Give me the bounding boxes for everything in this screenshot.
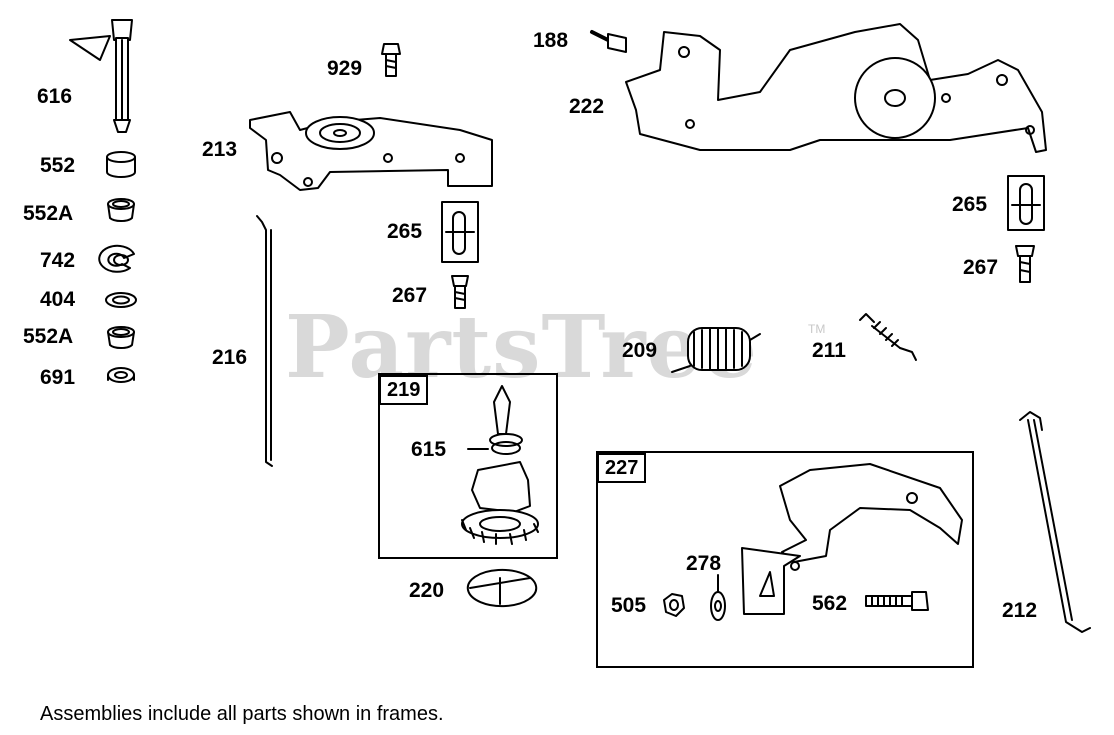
label-552: 552 [40, 154, 76, 177]
frame-219 [378, 373, 558, 559]
part-742-clip [98, 244, 135, 273]
watermark-trademark: TM [808, 322, 826, 336]
part-552-bushing [106, 151, 136, 178]
part-265-right [1007, 175, 1045, 231]
part-552A-bushing-top [107, 198, 135, 223]
part-222-bracket [625, 23, 1047, 153]
part-505-nut [663, 593, 685, 617]
label-278: 278 [686, 552, 722, 575]
part-691-nut [107, 367, 135, 383]
label-188: 188 [533, 29, 569, 52]
label-552A-top: 552A [23, 202, 74, 225]
label-616: 616 [37, 85, 73, 108]
label-742: 742 [40, 249, 76, 272]
label-691: 691 [40, 366, 76, 389]
label-267-mid: 267 [392, 284, 428, 307]
label-227: 227 [597, 453, 647, 483]
label-219: 219 [379, 375, 429, 405]
part-211-spring [859, 313, 917, 361]
part-267-mid-screw [451, 275, 469, 309]
part-212-rod [1019, 411, 1091, 633]
label-265-mid: 265 [387, 220, 423, 243]
footer-note: Assemblies include all parts shown in fr… [40, 703, 444, 725]
part-219-gear-assembly [461, 385, 539, 545]
part-227-lever-assembly [741, 463, 963, 615]
part-188-screw [590, 30, 627, 53]
label-929: 929 [327, 57, 363, 80]
label-209: 209 [622, 339, 658, 362]
part-616-shaft [69, 19, 133, 133]
label-213: 213 [202, 138, 238, 161]
label-267-right: 267 [963, 256, 999, 279]
part-265-mid [441, 201, 479, 263]
part-267-right-screw [1015, 245, 1035, 283]
label-265-right: 265 [952, 193, 988, 216]
label-552A-bottom: 552A [23, 325, 74, 348]
label-562: 562 [812, 592, 848, 615]
label-222: 222 [569, 95, 605, 118]
label-216: 216 [212, 346, 248, 369]
part-404-washer [105, 292, 137, 308]
label-212: 212 [1002, 599, 1038, 622]
label-220: 220 [409, 579, 445, 602]
part-216-rod [256, 215, 273, 467]
frame-227 [596, 451, 974, 668]
label-211: 211 [812, 339, 846, 362]
part-552A-bushing-bottom [107, 326, 135, 350]
label-615: 615 [411, 438, 447, 461]
label-404: 404 [40, 288, 76, 311]
part-209-spring [671, 327, 761, 373]
label-505: 505 [611, 594, 647, 617]
part-220-disc [466, 568, 538, 608]
part-213-bracket [249, 111, 493, 191]
part-562-screw [865, 591, 929, 611]
watermark: PartsTree [285, 297, 759, 398]
part-929-screw [381, 43, 401, 77]
